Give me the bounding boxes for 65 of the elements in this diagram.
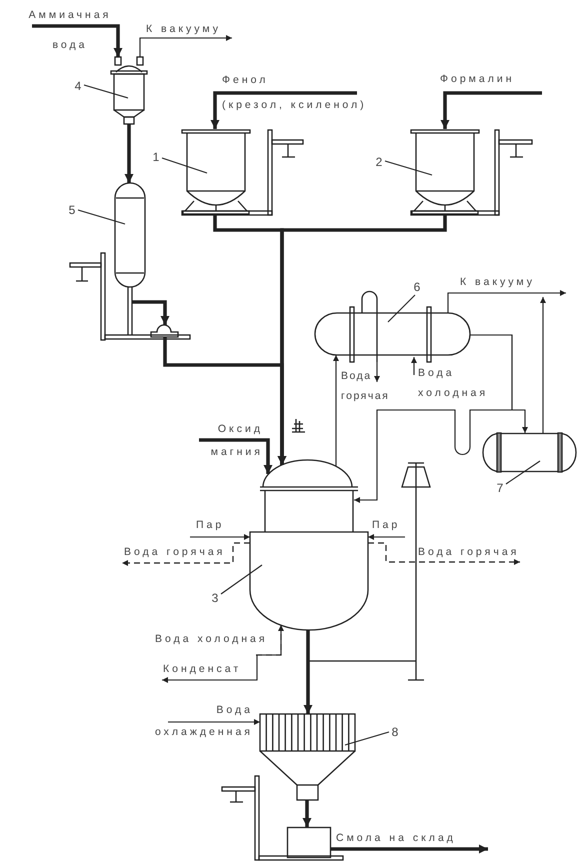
flow-label: Вода горячая bbox=[418, 545, 520, 560]
flow-label: Аммиачная вода bbox=[28, 8, 112, 53]
flow-arrow bbox=[447, 290, 566, 313]
flow-arrow bbox=[163, 337, 286, 465]
flow-label: Пар bbox=[196, 518, 226, 533]
flow-arrow bbox=[256, 625, 284, 656]
callout-number: 2 bbox=[373, 154, 385, 170]
flow-arrow bbox=[440, 91, 542, 129]
flow-arrow bbox=[210, 91, 357, 129]
flow-arrow bbox=[333, 355, 339, 466]
measuring-vessel-drawing bbox=[108, 56, 150, 124]
column-drawing bbox=[115, 183, 145, 302]
container-drawing bbox=[287, 827, 331, 858]
leader-line bbox=[84, 84, 128, 99]
flow-label: Фенол (крезол, ксиленол) bbox=[222, 73, 368, 113]
pump-drawing bbox=[151, 323, 178, 337]
callout-number: 5 bbox=[66, 202, 78, 218]
flow-arrow bbox=[374, 362, 380, 382]
flow-arrow bbox=[139, 35, 232, 57]
callout-number: 4 bbox=[72, 78, 84, 94]
flow-label: Вода холодная bbox=[155, 632, 269, 647]
flow-label: Вода горячая bbox=[341, 369, 390, 404]
tank-drawing bbox=[411, 129, 479, 215]
reactor-drawing bbox=[250, 460, 368, 630]
flow-arrow bbox=[368, 542, 520, 565]
flow-label: Вода охлажденная bbox=[154, 703, 253, 740]
callout-number: 6 bbox=[411, 279, 423, 295]
tank-drawing bbox=[182, 129, 250, 215]
callout-number: 7 bbox=[494, 480, 506, 496]
flow-label: Смола на склад bbox=[336, 831, 457, 846]
flow-label: Пар bbox=[372, 518, 402, 533]
flow-arrow bbox=[304, 630, 312, 714]
flow-arrow bbox=[354, 334, 513, 503]
leader-line bbox=[506, 460, 540, 484]
flow-label: Оксид магния bbox=[210, 422, 263, 460]
flow-arrow bbox=[199, 438, 272, 474]
callout-number: 1 bbox=[150, 149, 162, 165]
leader-line bbox=[220, 564, 262, 594]
leader-line bbox=[344, 731, 390, 746]
receiver-drawing bbox=[483, 433, 576, 472]
flow-arrow bbox=[162, 625, 282, 683]
leader-line bbox=[78, 209, 126, 225]
leader-line bbox=[388, 294, 416, 322]
flow-label: Конденсат bbox=[163, 662, 242, 677]
flow-arrow bbox=[122, 542, 250, 566]
callout-number: 3 bbox=[209, 590, 221, 606]
cooler-drawing bbox=[260, 714, 355, 800]
flow-arrow bbox=[190, 534, 250, 540]
flow-label: Вода холодная bbox=[418, 366, 490, 401]
leader-line bbox=[162, 157, 208, 174]
flow-arrow bbox=[124, 124, 134, 183]
flow-label: Вода горячая bbox=[124, 545, 226, 560]
flow-label: Формалин bbox=[440, 72, 516, 87]
leader-line bbox=[384, 160, 432, 176]
flow-label: К вакууму bbox=[460, 275, 536, 290]
flow-arrow bbox=[368, 534, 405, 540]
flow-arrow bbox=[32, 24, 122, 57]
flow-arrow bbox=[302, 800, 312, 827]
flow-arrow bbox=[331, 844, 488, 854]
flow-arrow bbox=[132, 300, 170, 325]
callout-number: 8 bbox=[389, 724, 401, 740]
flow-arrow bbox=[411, 357, 417, 375]
flow-label: К вакууму bbox=[146, 22, 222, 37]
flow-arrow bbox=[540, 297, 546, 433]
flow-arrow bbox=[168, 719, 260, 725]
